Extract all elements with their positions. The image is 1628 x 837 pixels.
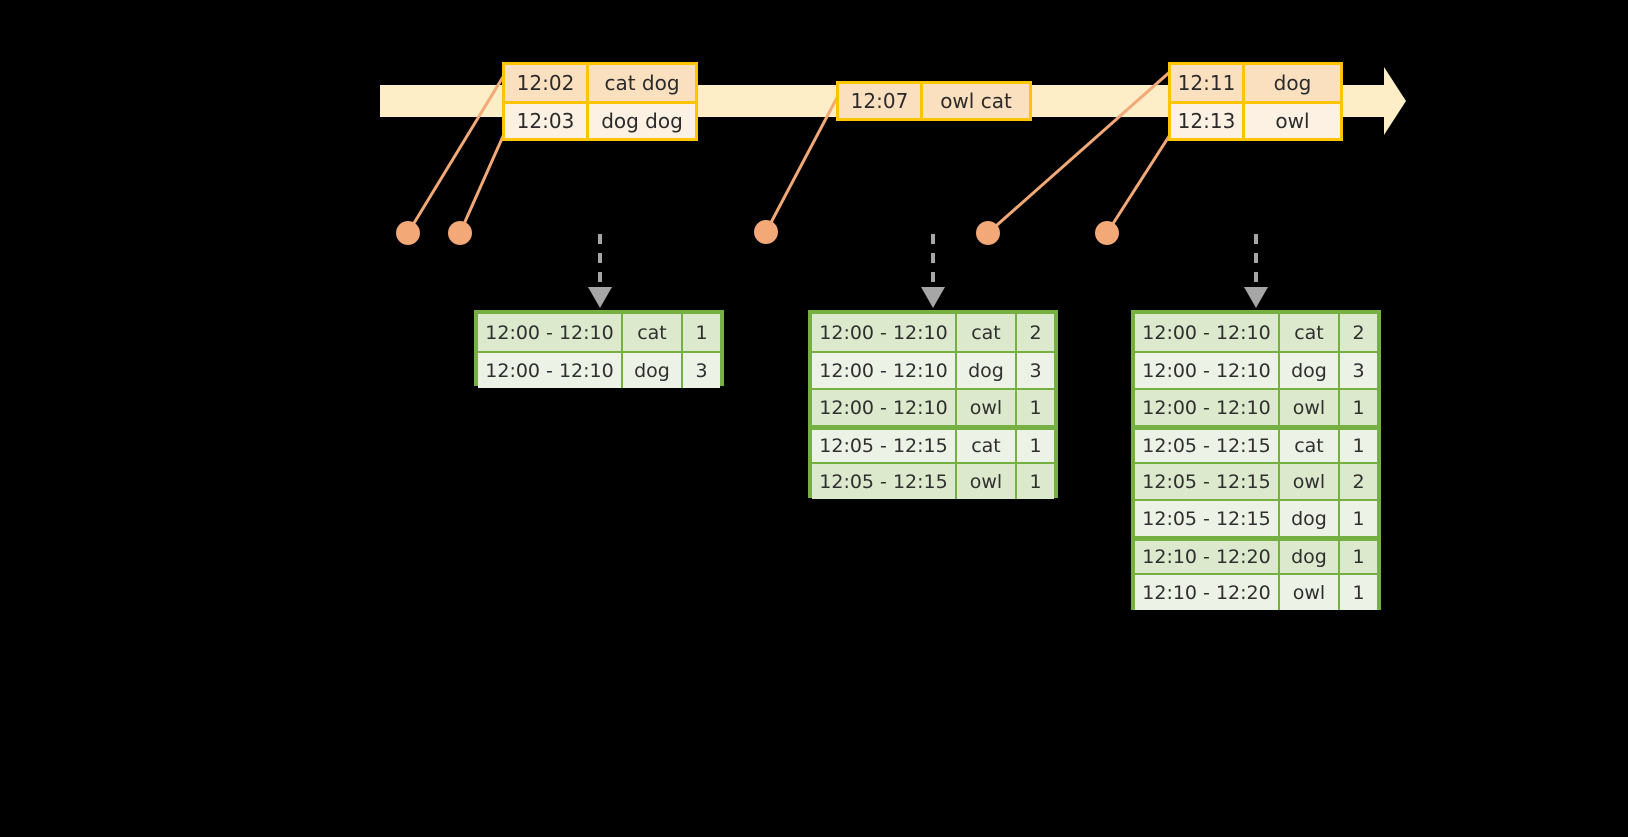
- cell-window: 12:05 - 12:15: [1135, 430, 1280, 462]
- event-time: 12:02: [505, 65, 589, 102]
- cell-key: owl: [1280, 390, 1340, 425]
- event-dot-3: [754, 220, 778, 244]
- cell-window: 12:00 - 12:10: [1135, 314, 1280, 351]
- table-row: 12:00 - 12:10 owl 1: [812, 388, 1054, 425]
- cell-window: 12:00 - 12:10: [812, 353, 957, 388]
- cell-count: 3: [695, 359, 708, 382]
- cell-count: 3: [1352, 359, 1365, 382]
- cell-key: cat: [623, 314, 683, 351]
- event-box-1: 12:02 cat dog 12:03 dog dog: [502, 62, 698, 141]
- event-time: 12:13: [1171, 104, 1245, 138]
- event-payload: cat dog: [604, 71, 680, 96]
- cell-key: dog: [1280, 541, 1340, 573]
- down-arrow-head-3: [1244, 287, 1268, 308]
- cell-key: cat: [957, 314, 1017, 351]
- table-row: 12:00 - 12:10 dog 3: [812, 351, 1054, 388]
- table-row: 12:05 - 12:15 cat 1: [1135, 425, 1377, 462]
- cell-window: 12:10 - 12:20: [1135, 575, 1280, 610]
- event-row: 12:11 dog: [1171, 65, 1340, 102]
- down-arrow-head-2: [921, 287, 945, 308]
- event-row: 12:13 owl: [1171, 101, 1340, 138]
- cell-window: 12:05 - 12:15: [1135, 464, 1280, 499]
- cell-window: 12:05 - 12:15: [812, 464, 957, 499]
- cell-window: 12:05 - 12:15: [1135, 501, 1280, 536]
- cell-count: 1: [1029, 470, 1042, 493]
- table-row: 12:10 - 12:20 owl 1: [1135, 573, 1377, 610]
- cell-count: 1: [695, 321, 708, 344]
- event-box-3: 12:11 dog 12:13 owl: [1168, 62, 1343, 141]
- cell-window: 12:00 - 12:10: [1135, 390, 1280, 425]
- cell-key: dog: [1280, 501, 1340, 536]
- cell-key: owl: [957, 390, 1017, 425]
- table-row: 12:05 - 12:15 dog 1: [1135, 499, 1377, 536]
- event-row: 12:02 cat dog: [505, 65, 695, 102]
- cell-key: dog: [1280, 353, 1340, 388]
- event-time: 12:11: [1171, 65, 1245, 102]
- event-row: 12:07 owl cat: [839, 84, 1029, 118]
- cell-key: cat: [1280, 430, 1340, 462]
- table-row: 12:00 - 12:10 owl 1: [1135, 388, 1377, 425]
- event-dot-4: [976, 221, 1000, 245]
- table-row: 12:00 - 12:10 dog 3: [1135, 351, 1377, 388]
- result-table-1: 12:00 - 12:10 cat 1 12:00 - 12:10 dog 3: [474, 310, 724, 388]
- cell-count: 1: [1029, 435, 1042, 457]
- table-row: 12:00 - 12:10 dog 3: [478, 351, 720, 388]
- event-time: 12:07: [839, 84, 923, 118]
- cell-count: 2: [1352, 321, 1365, 344]
- cell-window: 12:00 - 12:10: [1135, 353, 1280, 388]
- cell-count: 1: [1352, 507, 1365, 530]
- event-row: 12:03 dog dog: [505, 101, 695, 138]
- cell-key: dog: [623, 353, 683, 388]
- connector-line-2: [458, 124, 510, 234]
- event-dot-5: [1095, 221, 1119, 245]
- cell-key: owl: [1280, 464, 1340, 499]
- cell-window: 12:00 - 12:10: [812, 314, 957, 351]
- cell-window: 12:00 - 12:10: [478, 314, 623, 351]
- cell-key: dog: [957, 353, 1017, 388]
- event-payload: owl cat: [940, 89, 1012, 113]
- cell-count: 1: [1352, 546, 1365, 568]
- down-arrow-head-1: [588, 287, 612, 308]
- event-payload: dog dog: [601, 109, 683, 134]
- event-dot-2: [448, 221, 472, 245]
- table-row: 12:00 - 12:10 cat 2: [812, 314, 1054, 351]
- cell-count: 2: [1029, 321, 1042, 344]
- event-box-2: 12:07 owl cat: [836, 81, 1032, 121]
- cell-key: owl: [1280, 575, 1340, 610]
- table-row: 12:05 - 12:15 owl 2: [1135, 462, 1377, 499]
- cell-count: 1: [1352, 581, 1365, 604]
- cell-window: 12:10 - 12:20: [1135, 541, 1280, 573]
- cell-key: cat: [1280, 314, 1340, 351]
- table-row: 12:05 - 12:15 cat 1: [812, 425, 1054, 462]
- cell-key: cat: [957, 430, 1017, 462]
- cell-window: 12:00 - 12:10: [478, 353, 623, 388]
- result-table-2: 12:00 - 12:10 cat 2 12:00 - 12:10 dog 3 …: [808, 310, 1058, 499]
- event-dot-1: [396, 221, 420, 245]
- table-row: 12:10 - 12:20 dog 1: [1135, 536, 1377, 573]
- result-table-3: 12:00 - 12:10 cat 2 12:00 - 12:10 dog 3 …: [1131, 310, 1381, 610]
- cell-window: 12:05 - 12:15: [812, 430, 957, 462]
- event-payload: owl: [1275, 109, 1310, 134]
- timeline-arrow-icon: [1360, 63, 1406, 139]
- table-row: 12:05 - 12:15 owl 1: [812, 462, 1054, 499]
- connector-line-5: [1105, 126, 1177, 234]
- cell-key: owl: [957, 464, 1017, 499]
- cell-window: 12:00 - 12:10: [812, 390, 957, 425]
- cell-count: 1: [1352, 396, 1365, 419]
- event-time: 12:03: [505, 104, 589, 138]
- event-payload: dog: [1273, 71, 1312, 96]
- cell-count: 2: [1352, 470, 1365, 493]
- cell-count: 3: [1029, 359, 1042, 382]
- table-row: 12:00 - 12:10 cat 2: [1135, 314, 1377, 351]
- table-row: 12:00 - 12:10 cat 1: [478, 314, 720, 351]
- cell-count: 1: [1029, 396, 1042, 419]
- cell-count: 1: [1352, 435, 1365, 457]
